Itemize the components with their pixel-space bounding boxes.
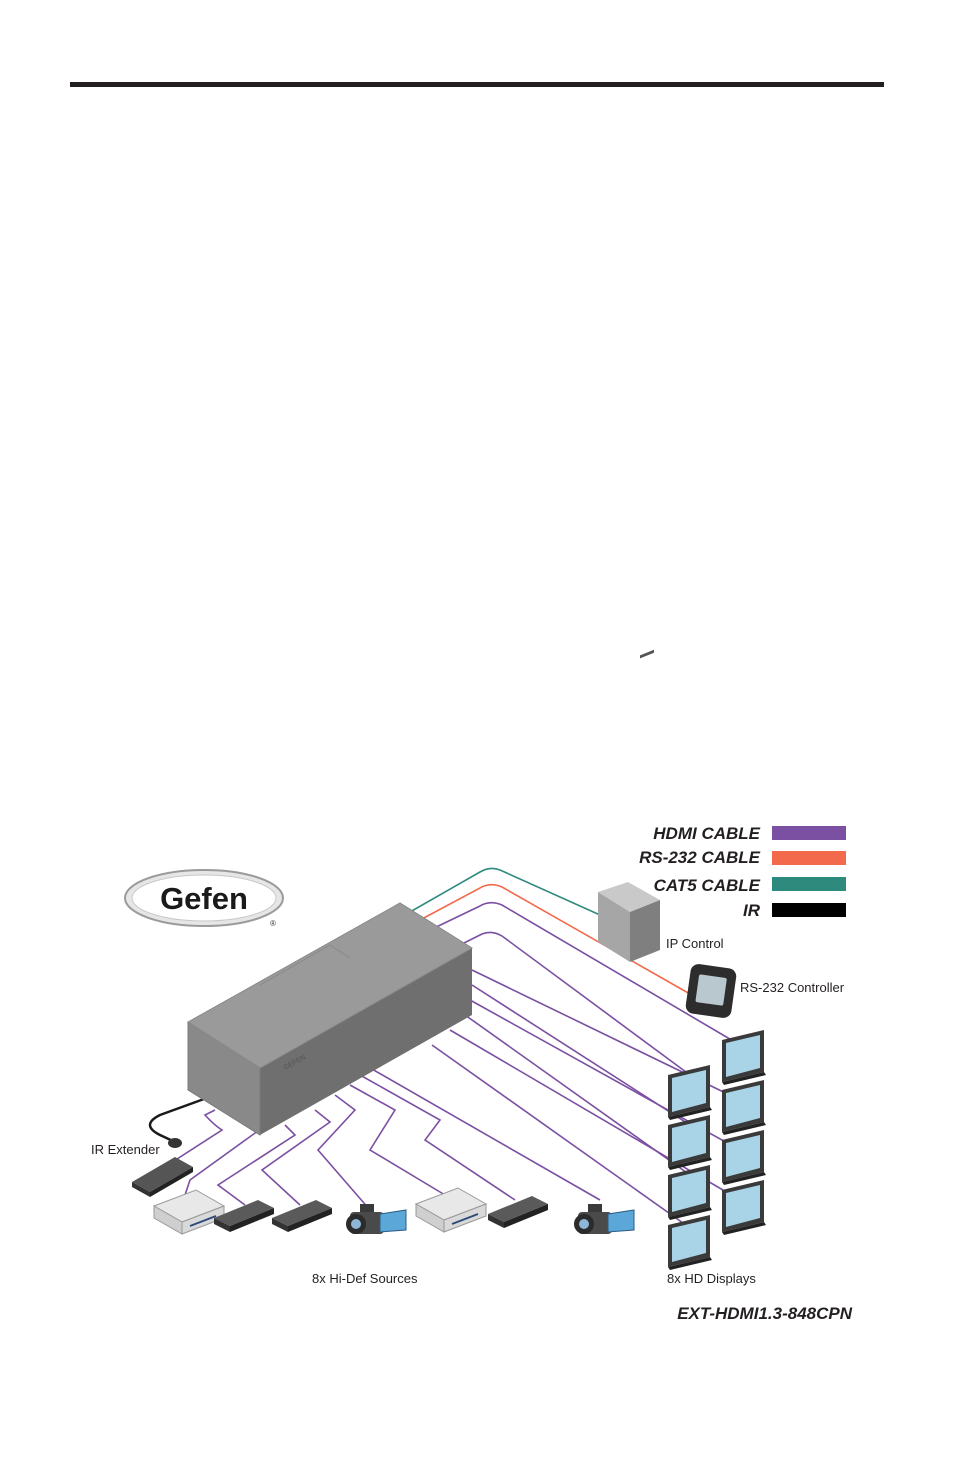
blu-ray-player-icon bbox=[152, 1189, 226, 1235]
hd-display-icon bbox=[668, 1065, 712, 1120]
matrix-switcher-icon: GEFEN bbox=[187, 902, 473, 1136]
ir-sensor bbox=[168, 1138, 182, 1148]
ir-cable bbox=[148, 1093, 216, 1144]
ip-control-label: IP Control bbox=[666, 936, 724, 951]
hdmi-in-6 bbox=[349, 1084, 446, 1196]
hdmi-out-8 bbox=[431, 1044, 691, 1229]
legend-hdmi-label: HDMI CABLE bbox=[653, 824, 760, 843]
legend-cat5-swatch bbox=[772, 877, 846, 891]
legend-hdmi-swatch bbox=[772, 826, 846, 840]
ir-extender-label: IR Extender bbox=[91, 1142, 160, 1157]
hd-display-icon bbox=[668, 1115, 712, 1170]
computer-tower-icon bbox=[598, 649, 660, 962]
legend-ir-swatch bbox=[772, 903, 846, 917]
logo-registered: ® bbox=[270, 919, 276, 928]
legend-ir-label: IR bbox=[743, 901, 761, 920]
hdmi-in-5 bbox=[316, 1094, 371, 1211]
cat5-cable bbox=[409, 867, 601, 916]
hi-def-sources bbox=[152, 1187, 635, 1235]
blu-ray-player-icon bbox=[414, 1187, 488, 1233]
hd-display-icon bbox=[668, 1165, 712, 1220]
hdmi-in-7 bbox=[359, 1074, 516, 1201]
legend-rs232-swatch bbox=[772, 851, 846, 865]
hd-display-icon bbox=[722, 1030, 766, 1085]
hdmi-in-1 bbox=[159, 1109, 224, 1171]
set-top-box-icon bbox=[214, 1200, 274, 1232]
hdmi-in-3 bbox=[216, 1124, 297, 1206]
rs232-controller-label: RS-232 Controller bbox=[740, 980, 845, 995]
gefen-logo: Gefen ® bbox=[124, 869, 284, 928]
rs232-cable bbox=[419, 883, 691, 995]
set-top-box-icon bbox=[272, 1200, 332, 1232]
hdmi-out-2 bbox=[459, 931, 691, 1076]
sources-label: 8x Hi-Def Sources bbox=[312, 1271, 418, 1286]
rs232-touch-controller-icon bbox=[685, 964, 737, 1018]
hd-display-icon bbox=[668, 1215, 712, 1270]
hd-display-icon bbox=[722, 1130, 766, 1185]
hd-camcorder-icon bbox=[346, 1204, 407, 1234]
control-cables bbox=[409, 867, 741, 1076]
hdmi-in-4 bbox=[260, 1109, 332, 1206]
hd-display-icon bbox=[722, 1080, 766, 1135]
hd-camcorder-icon bbox=[574, 1204, 635, 1234]
logo-text: Gefen bbox=[160, 881, 248, 916]
model-number: EXT-HDMI1.3-848CPN bbox=[677, 1304, 852, 1323]
displays-label: 8x HD Displays bbox=[667, 1271, 756, 1286]
hdmi-in-8 bbox=[364, 1064, 601, 1201]
hdmi-out-1 bbox=[429, 901, 741, 1046]
legend: HDMI CABLE RS-232 CABLE CAT5 CABLE IR bbox=[639, 824, 846, 920]
ir-extender-icon bbox=[132, 1157, 193, 1197]
top-rule bbox=[70, 82, 884, 87]
set-top-box-icon bbox=[488, 1196, 548, 1228]
hd-displays bbox=[668, 1030, 766, 1270]
legend-rs232-label: RS-232 CABLE bbox=[639, 848, 761, 867]
legend-cat5-label: CAT5 CABLE bbox=[654, 876, 761, 895]
hd-display-icon bbox=[722, 1180, 766, 1235]
